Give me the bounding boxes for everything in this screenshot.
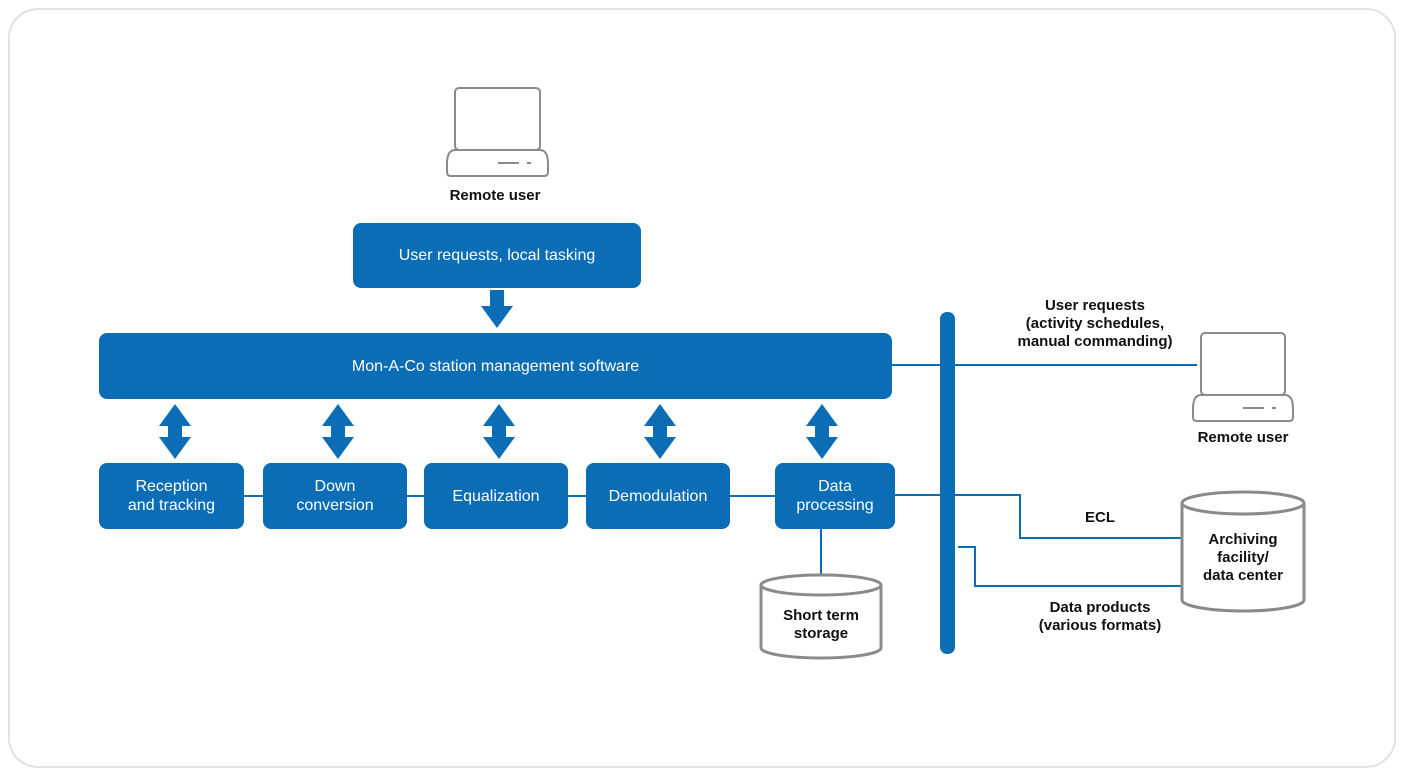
network-bus xyxy=(940,312,955,654)
database-icon xyxy=(1180,490,1306,613)
remote-user-right-label: Remote user xyxy=(1197,429,1289,446)
demodulation-box: Demodulation xyxy=(586,463,730,529)
reception-box: Reception and tracking xyxy=(99,463,244,529)
double-arrow-icon xyxy=(322,404,354,459)
laptop-icon xyxy=(446,87,549,177)
down-conversion-box: Down conversion xyxy=(263,463,407,529)
data-processing-box: Data processing xyxy=(775,463,895,529)
station-software-box: Mon-A-Co station management software xyxy=(99,333,892,399)
data-products-line xyxy=(958,546,1182,587)
laptop-icon xyxy=(1192,332,1294,422)
double-arrow-icon xyxy=(159,404,191,459)
data-products-edge-label: Data products (various formats) xyxy=(1038,599,1162,634)
double-arrow-icon xyxy=(806,404,838,459)
double-arrow-icon xyxy=(644,404,676,459)
diagram-canvas xyxy=(159,87,1306,660)
equalization-box: Equalization xyxy=(424,463,568,529)
short-term-storage-label: Short term storage xyxy=(783,607,859,642)
ecl-line xyxy=(895,494,1182,539)
double-arrow-icon xyxy=(483,404,515,459)
ecl-edge-label: ECL xyxy=(1085,509,1115,526)
remote-user-top-label: Remote user xyxy=(449,187,541,204)
user-requests-local-box: User requests, local tasking xyxy=(353,223,641,288)
database-icon xyxy=(759,573,883,660)
archiving-facility-label: Archiving facility/ data center xyxy=(1202,531,1284,584)
user-requests-edge-label: User requests (activity schedules, manua… xyxy=(1017,297,1173,350)
down-arrow-icon xyxy=(481,290,513,328)
